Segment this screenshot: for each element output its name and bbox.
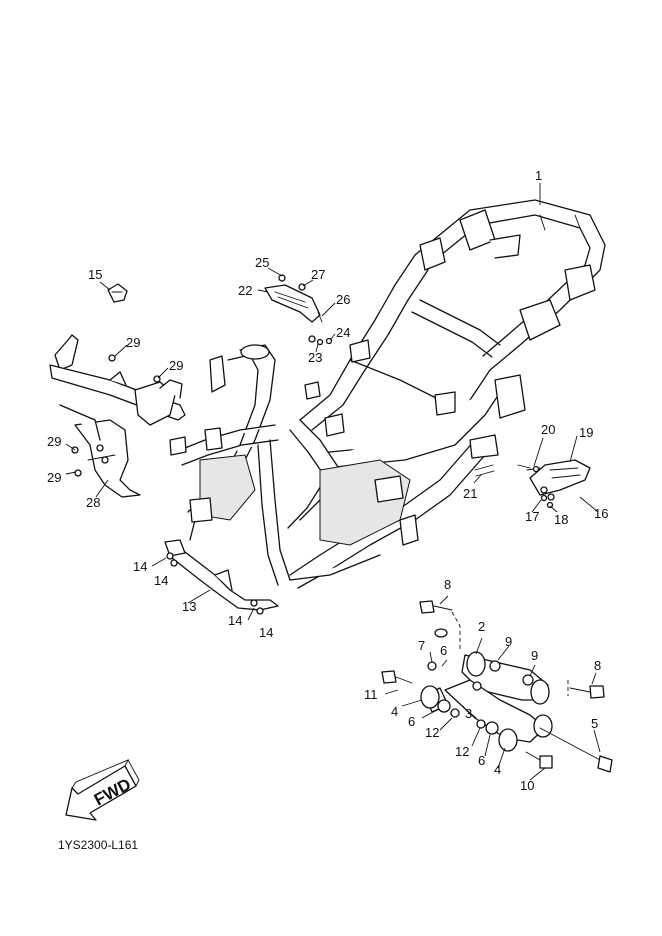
callout-15: 15 [88,267,102,282]
callout-27: 27 [311,267,325,282]
callout-14: 14 [154,573,168,588]
callout-29: 29 [169,358,183,373]
callout-20: 20 [541,422,555,437]
callout-5: 5 [591,716,598,731]
callout-9: 9 [531,648,538,663]
diagram-reference-code: 1YS2300-L161 [58,838,139,852]
bracket-22 [264,274,323,343]
callout-8: 8 [594,658,601,673]
fwd-arrow: FWD [65,759,140,821]
callout-7: 7 [418,638,425,653]
callout-29: 29 [47,434,61,449]
callout-29: 29 [126,335,140,350]
callout-4: 4 [391,704,398,719]
callout-6: 6 [478,753,485,768]
callout-14: 14 [228,613,242,628]
callout-22: 22 [238,283,252,298]
callout-18: 18 [554,512,568,527]
callout-29: 29 [47,470,61,485]
bracket-16 [517,459,591,501]
callout-12: 12 [425,725,439,740]
callout-6: 6 [440,643,447,658]
clip-15 [107,283,128,303]
callout-19: 19 [579,425,593,440]
callout-23: 23 [308,350,322,365]
bracket-13 [164,539,279,615]
callout-2: 2 [478,619,485,634]
callout-8: 8 [444,577,451,592]
callout-13: 13 [182,599,196,614]
callout-14: 14 [133,559,147,574]
callout-6: 6 [408,714,415,729]
callout-17: 17 [525,509,539,524]
small-hardware [316,337,554,509]
callout-11: 11 [364,687,378,702]
callout-14: 14 [259,625,273,640]
engine-hanger-link [381,600,613,773]
callout-28: 28 [86,495,100,510]
callout-16: 16 [594,506,608,521]
main-frame [169,199,606,589]
callout-labels: 1 2 3 4 4 5 6 6 6 7 8 8 9 9 10 11 12 12 … [47,168,608,793]
callout-1: 1 [535,168,542,183]
leader-lines [65,183,601,781]
callout-9: 9 [505,634,512,649]
callout-10: 10 [520,778,534,793]
front-stay-28 [49,334,186,498]
callout-24: 24 [336,325,350,340]
callout-26: 26 [336,292,350,307]
callout-25: 25 [255,255,269,270]
callout-21: 21 [463,486,477,501]
callout-3: 3 [465,706,472,721]
callout-4: 4 [494,762,501,777]
callout-12: 12 [455,744,469,759]
